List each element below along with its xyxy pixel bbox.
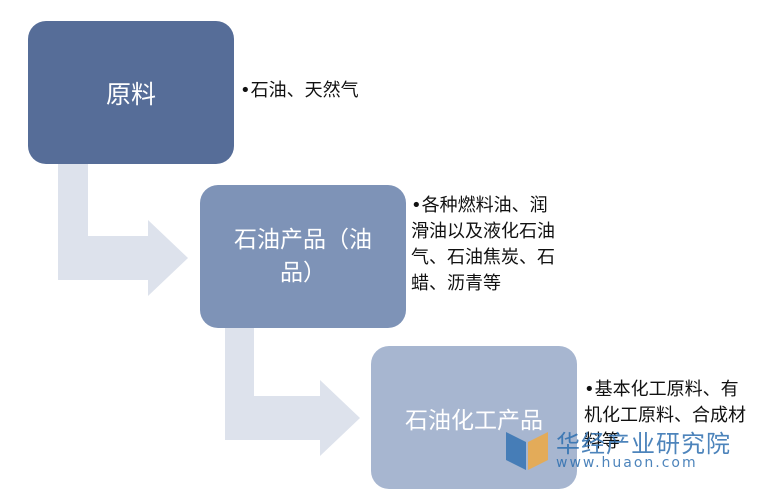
petrochemical-products-label: 石油化工产品 xyxy=(405,407,543,434)
arrow-2 xyxy=(225,328,360,456)
petrochemical-products-box: 石油化工产品 xyxy=(371,346,577,489)
watermark-url: www.huaon.com xyxy=(556,455,698,471)
petroleum-products-box: 石油产品（油品） xyxy=(200,185,406,328)
raw-material-description: •石油、天然气 xyxy=(240,80,359,101)
watermark-name: 华经产业研究院 xyxy=(556,430,731,458)
arrow-1 xyxy=(58,164,188,296)
raw-material-box: 原料 xyxy=(28,21,234,164)
raw-material-label: 原料 xyxy=(105,79,156,109)
petroleum-products-label: 石油产品（油品） xyxy=(234,227,372,286)
petroleum-products-description: •各种燃料油、润滑油以及液化石油气、石油焦炭、石蜡、沥青等 xyxy=(411,195,555,294)
watermark-logo-icon xyxy=(506,432,548,470)
petrochemical-products-description: •基本化工原料、有机化工原料、合成材料等 xyxy=(584,379,746,452)
